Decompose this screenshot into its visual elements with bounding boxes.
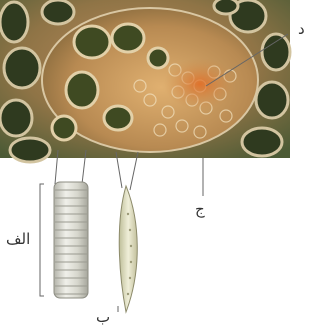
micrograph <box>0 0 290 162</box>
tapered-cell <box>119 186 137 312</box>
label-dal: د <box>298 22 305 37</box>
label-be: ب <box>96 310 110 325</box>
label-alef: الف <box>6 232 30 247</box>
label-jim: ج <box>195 202 205 217</box>
stacked-cell-column <box>54 182 88 298</box>
